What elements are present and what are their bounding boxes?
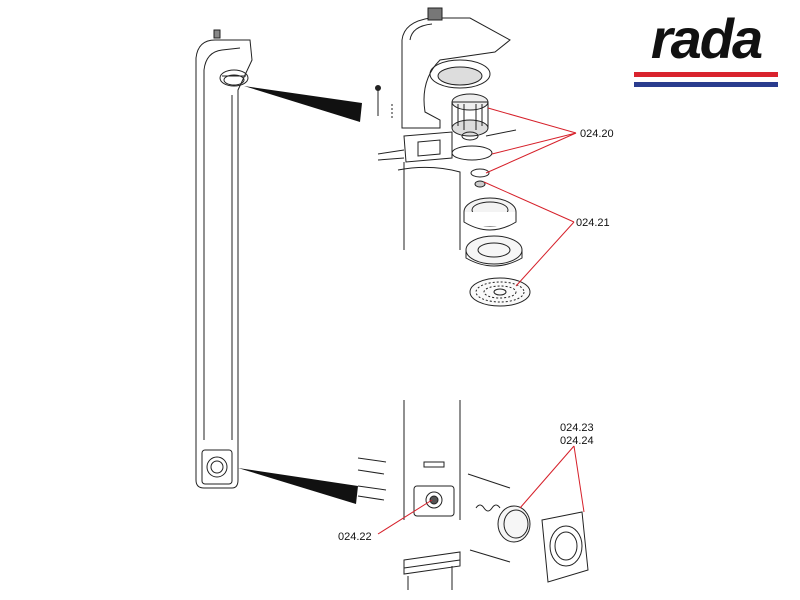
o-ring-small xyxy=(470,168,490,178)
brand-stripe-red xyxy=(634,72,778,77)
pointer-wedge-top xyxy=(244,86,362,122)
pointer-wedge-bottom xyxy=(238,468,358,504)
brand-stripe-blue xyxy=(634,82,778,87)
shower-head-parts xyxy=(463,197,531,307)
part-label-02423: 024.23 xyxy=(560,422,594,434)
part-label-02422: 024.22 xyxy=(338,531,372,543)
part-label-02420: 024.20 xyxy=(580,128,614,140)
valve-mounting-detail xyxy=(357,400,589,590)
cartridge-assembly xyxy=(377,93,517,250)
brand-wordmark: rada xyxy=(650,7,763,70)
brand-logo: rada xyxy=(632,7,780,94)
shower-riser-overview xyxy=(195,29,253,489)
head-bracket-detail xyxy=(375,7,511,129)
shower-head-mini xyxy=(219,69,249,87)
callout-lines xyxy=(377,107,585,535)
part-label-02421: 024.21 xyxy=(576,217,610,229)
part-label-02424: 024.24 xyxy=(560,435,594,447)
o-ring-large xyxy=(451,145,493,161)
